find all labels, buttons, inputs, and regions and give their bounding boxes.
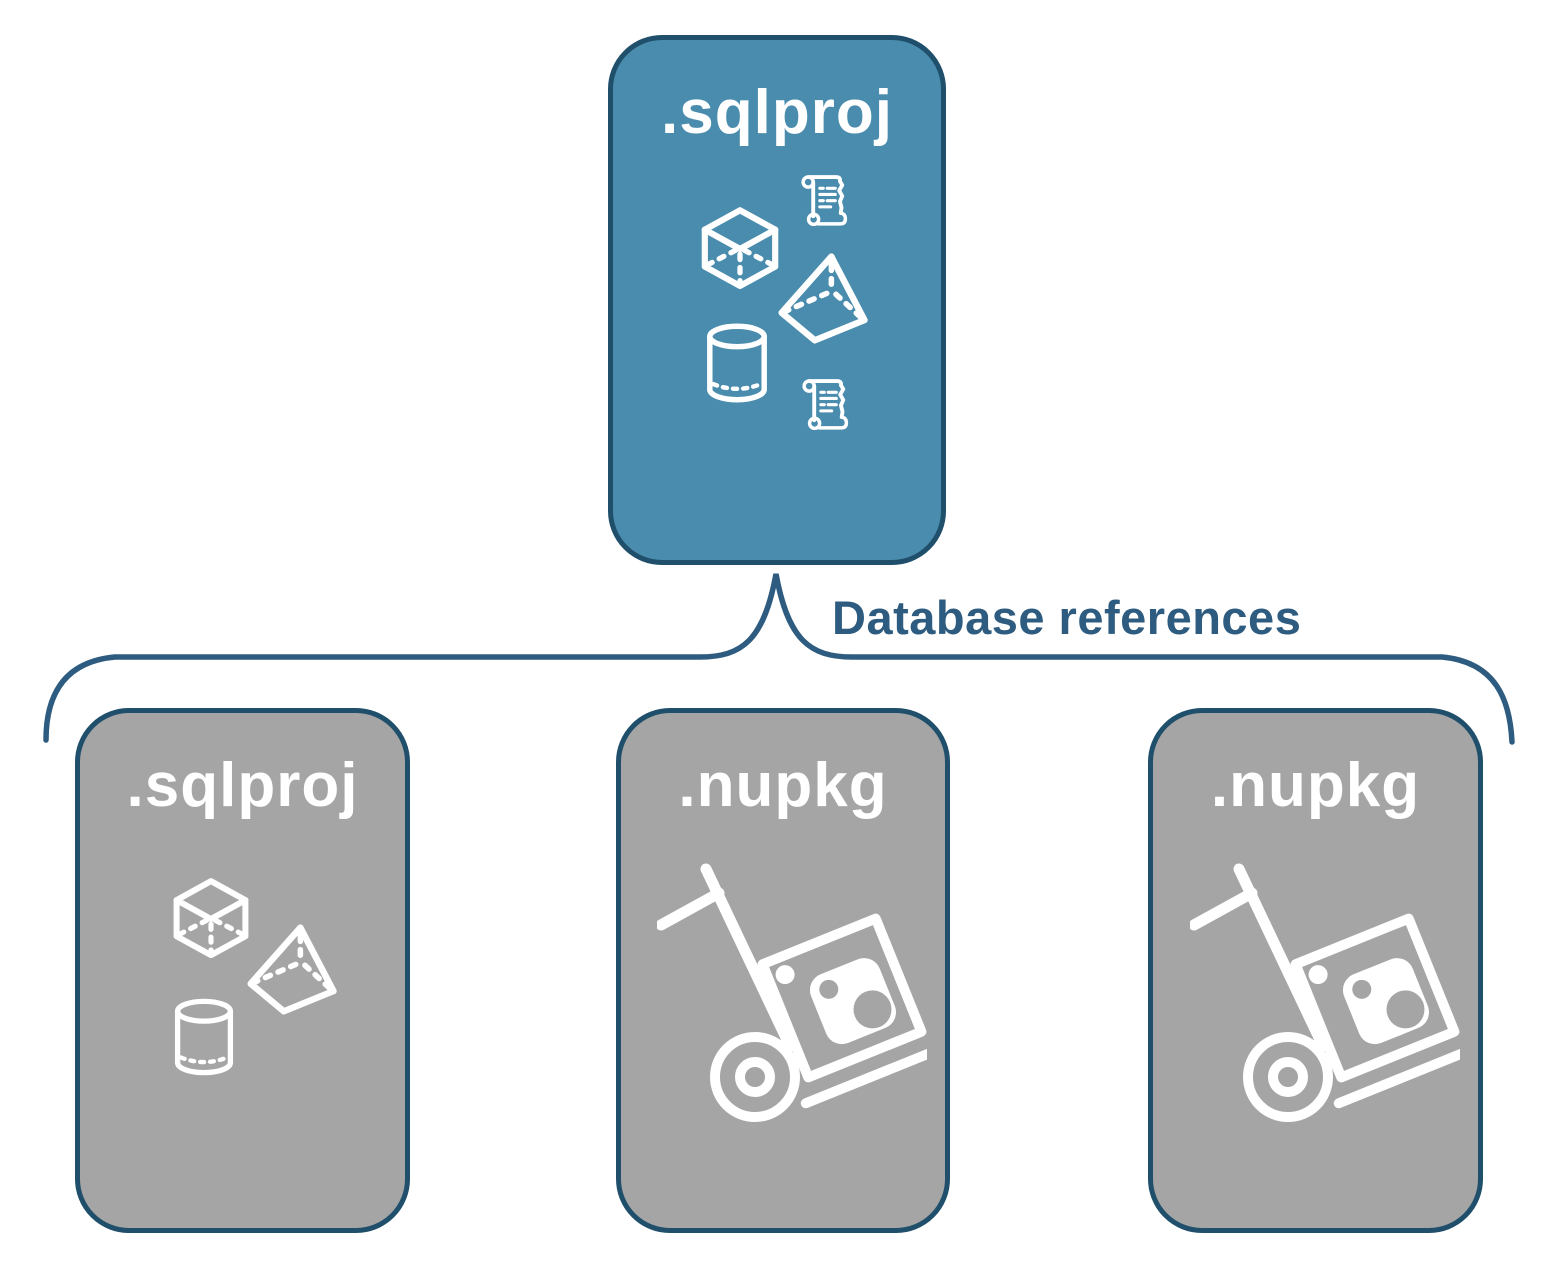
node-child-nupkg-2: .nupkg xyxy=(1148,708,1483,1233)
connector-label: Database references xyxy=(832,591,1302,644)
nuget-package-cart-icon xyxy=(657,861,927,1146)
cube-icon xyxy=(168,875,254,963)
node-child-nupkg-1: .nupkg xyxy=(616,708,950,1233)
nuget-package-cart-icon xyxy=(1190,861,1460,1146)
node-root-label: .sqlproj xyxy=(661,78,893,147)
node-child-sqlproj: .sqlproj xyxy=(75,708,410,1233)
node-child-label: .nupkg xyxy=(1210,751,1421,820)
node-root-sqlproj: .sqlproj xyxy=(608,35,946,565)
cylinder-icon xyxy=(171,995,237,1079)
node-child-label: .nupkg xyxy=(678,751,888,820)
pyramid-icon xyxy=(243,923,343,1015)
node-child-label: .sqlproj xyxy=(126,751,359,820)
